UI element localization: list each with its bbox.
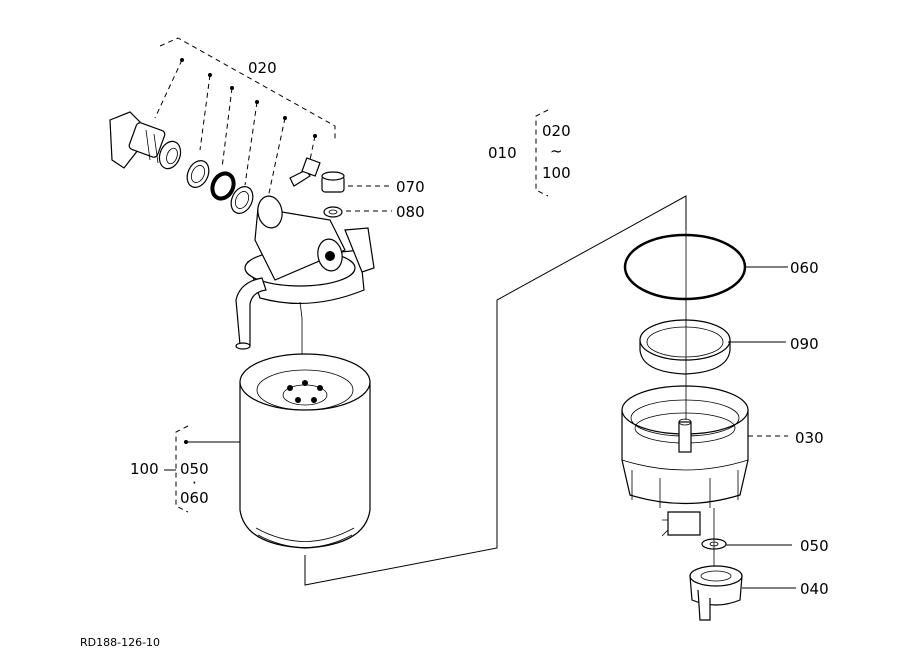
filter-head [235, 195, 375, 350]
bowl-assembly [621, 230, 749, 621]
label-010-tilde: ~ [550, 142, 563, 160]
o-ring [210, 171, 236, 201]
filter-cartridge-100 [239, 353, 371, 549]
label-010: 010 [488, 144, 517, 162]
bowl-030 [621, 385, 749, 537]
ring-090 [639, 319, 731, 375]
label-050: 050 [800, 537, 829, 555]
plug-070 [321, 171, 345, 193]
label-060: 060 [790, 259, 819, 277]
assembly-connector-line [304, 195, 687, 586]
label-080: 080 [396, 203, 425, 221]
label-090: 090 [790, 335, 819, 353]
label-100-a: 050 [180, 460, 209, 478]
seal-ring-060 [623, 233, 747, 301]
label-010-from: 020 [542, 122, 571, 140]
label-040: 040 [800, 580, 829, 598]
label-100-b: 060 [180, 489, 209, 507]
assembly-100-bracket: 100 050 · 060 [130, 425, 240, 513]
label-100: 100 [130, 460, 159, 478]
label-070: 070 [396, 178, 425, 196]
washer-080 [323, 206, 343, 218]
label-020: 020 [248, 59, 277, 77]
assembly-010-bracket: 010 020 ~ 100 [488, 109, 571, 197]
drawing-number: RD188-126-10 [80, 636, 160, 649]
drain-plug-040 [689, 565, 743, 621]
label-100-dot: · [192, 474, 197, 492]
label-010-to: 100 [542, 164, 571, 182]
washer-1 [186, 160, 210, 188]
banjo-connector [109, 111, 182, 170]
fittings-group-020 [109, 37, 375, 385]
label-030: 030 [795, 429, 824, 447]
air-vent-bolt [289, 157, 321, 187]
